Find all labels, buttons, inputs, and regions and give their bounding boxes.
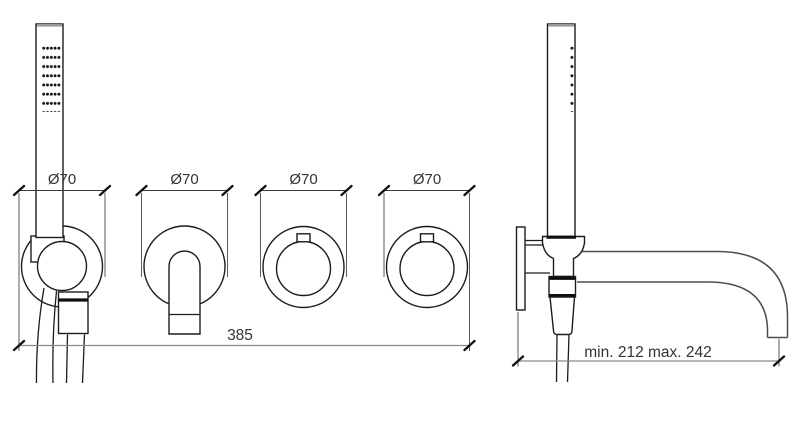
wall-plate [515,226,526,311]
front-dimensions [12,184,476,352]
spout-inner-profile [577,281,769,338]
dia-label-2: Ø70 [170,171,198,188]
side-view: min. 212 max. 242 [511,23,789,383]
spout-outer-profile [577,250,789,338]
handshower-holder-front [20,23,104,384]
holder-ring-inner-circle [36,240,88,292]
knob-2-index-notch [419,233,435,243]
spray-face-dots [41,44,61,112]
handshower-side [541,23,586,383]
holder-cone [57,291,89,335]
dia70-dimension-ticks [12,184,476,197]
shower-hose-lines [35,287,86,384]
dia-label-1: Ø70 [48,171,76,188]
total-width-dimension-ticks [12,339,476,352]
projection-label: min. 212 max. 242 [584,344,712,361]
dimension-extension-lines [18,193,470,351]
knob-2-inner-circle [399,240,455,297]
knob-1-inner-circle [275,240,332,297]
side-dimensions [511,312,786,367]
spray-dots-side [570,44,575,112]
holder-cup [541,235,586,278]
dia-label-4: Ø70 [413,171,441,188]
front-view: Ø70 Ø70 Ø70 Ø70 385 [12,23,476,384]
knob-valve-1-front [262,225,345,309]
lever-mixer-front [143,225,226,335]
knob-valve-2-front [385,225,469,309]
projection-dimension-ticks [511,355,786,367]
lever-handle [168,250,201,335]
hose-cone-side [549,296,576,336]
knob-1-index-notch [296,233,311,243]
wall-spout-side [577,250,789,339]
total-width-label: 385 [227,327,253,344]
dia-label-3: Ø70 [289,171,317,188]
hose-lines-side [555,334,570,383]
